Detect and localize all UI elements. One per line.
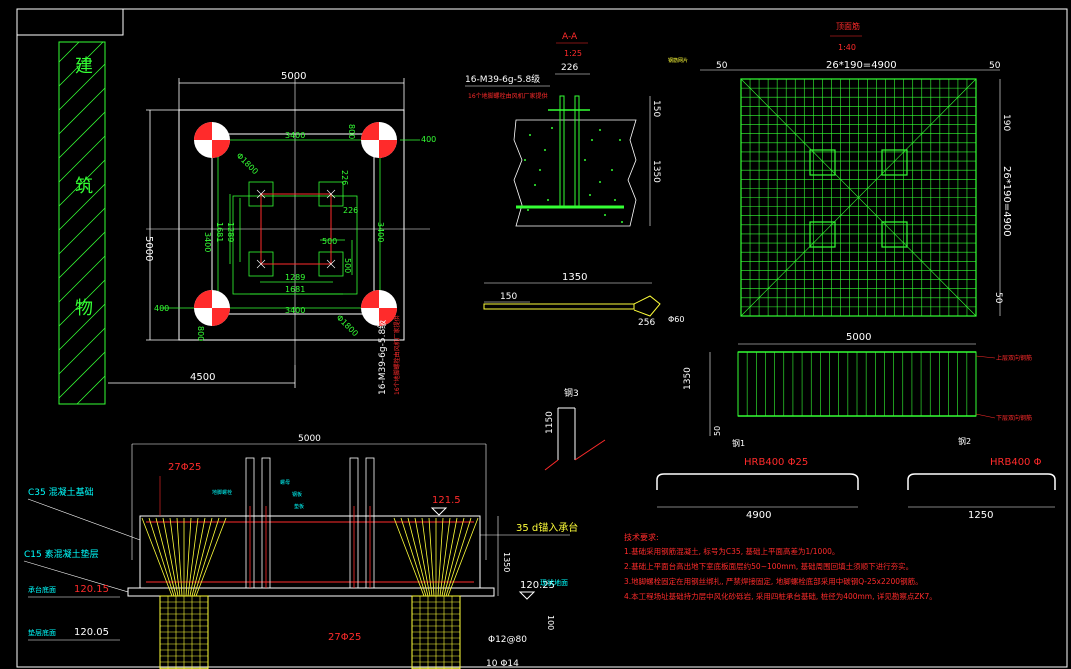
elev-dim-50: 50 [713,426,722,436]
elev-dim-5000: 5000 [846,332,871,343]
plan-dim-inner-left: 3400 [203,232,212,252]
section-elev-right: 120.25 [520,580,555,591]
plan-dia-top: Φ1800 [235,151,260,176]
plan-dim-left: 5000 [143,236,154,261]
notes-title: 技术要求: [624,532,659,542]
building-char-1: 建 [75,56,93,77]
plan-dim-inner-bottom: 3400 [285,306,305,315]
plan-dim-1289v: 1289 [226,222,235,242]
foundation-section: 5000 27Φ25 27Φ25 C35 混凝土基础 C15 素混凝土垫层 承台… [23,434,578,669]
notes-line-2: 2.基础上平面台高出地下室底板面层约50~100mm, 基础周围回填土须顺下进行… [624,561,913,571]
hook-detail: 钢3 1150 [544,387,606,471]
plan-dim-4500: 4500 [190,372,215,383]
bolt-dim-phi60: Φ60 [668,315,684,324]
section-anchor: 35 d锚入承台 [516,521,578,534]
section-elev-label2: 垫层底面 [28,628,56,637]
plan-small-500a: 500 [322,237,337,246]
plan-small-226a: 226 [340,170,349,185]
section-lbl-b: 螺母 [280,479,290,486]
hook-label: 钢3 [564,387,579,399]
section-elev-label1: 承台底面 [28,585,56,594]
mesh-dim-190: 190 [1001,114,1011,131]
section-lbl-c: 钢板 [292,491,302,498]
bolt-vertical-label: 16-M39-6g-5.8级 [376,320,388,395]
section-dim-100: 100 [546,615,555,630]
mesh-top-dim: 26*190=4900 [826,60,897,71]
mesh-note: 钢筋网片 [668,57,688,64]
notes-line-3: 3.地脚螺栓固定在用钢丝绑扎, 严禁焊接固定, 地脚螺栓底部采用中碳钢Q-25x… [624,576,923,586]
bar1-len: 4900 [746,510,771,521]
section-aa-dim-1350: 1350 [651,160,661,183]
elev-bar1: 钢1 [732,438,745,448]
notes-line-4: 4.本工程场址基础持力层中风化砂砾岩, 采用四桩承台基础, 桩径为400mm, … [624,591,937,601]
elev-bar2: 钢2 [958,436,971,446]
section-elev-top: 121.5 [432,495,461,506]
section-aa-dim-226: 226 [561,63,578,73]
bar2-len: 1250 [968,510,993,521]
section-aa-scale: 1:25 [564,49,582,58]
elev-dim-1350: 1350 [683,367,693,390]
plan-dim-bolt-bottom: 800 [196,326,205,341]
plan-small-500b: 500 [343,258,352,273]
sheet-frame [16,8,1068,668]
building-char-3: 物 [75,298,93,319]
plan-dim-top: 5000 [281,71,306,82]
elev-label-bottom: 下层双向钢筋 [996,414,1032,422]
section-dim-5000: 5000 [298,434,321,444]
section-aa-bolt-sub: 16个地脚螺栓由风机厂家提供 [468,92,548,100]
mesh-title: 顶面筋 [836,21,860,31]
building-char-2: 筑 [75,176,93,197]
bar2-spec: HRB400 Φ [990,457,1042,468]
section-rebar-bottom: 27Φ25 [328,632,361,643]
mesh-dim-50a: 50 [716,61,728,71]
bar1-spec: HRB400 Φ25 [744,457,808,468]
bolt-vertical-sub: 16个地脚螺栓由风机厂家提供 [393,315,401,395]
hook-dim-1150: 1150 [545,411,555,434]
building-wall: 建 筑 物 [58,41,106,405]
elev-label-top: 上层双向钢筋 [996,354,1032,362]
section-c35: C35 混凝土基础 [28,486,94,498]
section-elev-2: 120.05 [74,627,109,638]
bar-shapes: HRB400 Φ25 4900 HRB400 Φ 1250 [656,457,1056,521]
mesh-right-dim: 26*190=4900 [1001,166,1012,237]
section-dim-1350: 1350 [502,552,511,572]
rebar-elevation: 5000 1350 50 上层双向钢筋 下层双向钢筋 钢1 钢2 [683,332,1032,448]
bolt-dim-150: 150 [500,292,517,302]
section-pile-bar: 10 Φ14 [486,659,519,669]
plan-dim-1289a: 1289 [285,273,305,282]
section-aa-title: A-A [562,32,578,42]
bolt-dim-1350: 1350 [562,272,587,283]
bolt-detail: 1350 150 256 Φ60 16-M39-6g-5.8级 16个地脚螺栓由… [376,272,684,395]
plan-dim-1681a: 1681 [285,285,305,294]
plan-dim-bolt-top: 800 [347,124,356,139]
plan-dim-bolt-left: 400 [154,304,169,313]
mesh-dim-50c: 50 [993,292,1003,304]
section-aa-dim-150: 150 [651,100,661,117]
plan-small-226b: 226 [343,206,358,215]
rebar-mesh-plan: 顶面筋 1:40 钢筋网片 50 26*190=4900 50 190 26*1… [668,21,1012,317]
foundation-plan: 5000 5000 3400 3400 3400 3400 800 400 40… [108,71,436,388]
plan-dim-inner-right: 3400 [376,222,385,242]
section-ground-label: 现状地面 [540,578,568,587]
plan-dim-1681v: 1681 [215,222,224,242]
mesh-dim-50b: 50 [989,61,1001,71]
section-c15: C15 素混凝土垫层 [24,548,99,560]
mesh-scale: 1:40 [838,43,856,52]
section-aa: A-A 1:25 226 16-M39-6g-5.8级 16个地脚螺栓由风机厂家… [465,32,661,227]
section-aa-bolt-label: 16-M39-6g-5.8级 [465,73,540,85]
section-lbl-a: 地脚螺栓 [212,489,232,496]
plan-dia-bottom: Φ1800 [335,313,360,338]
section-pile-hoop: Φ12@80 [488,635,527,645]
section-elev-1: 120.15 [74,584,109,595]
section-lbl-d: 垫板 [294,503,304,510]
pile-symbols [194,122,397,326]
plan-dim-inner-top: 3400 [285,131,305,140]
plan-dim-bolt-right: 400 [421,135,436,144]
technical-notes: 技术要求: 1.基础采用钢筋混凝土, 标号为C35, 基础上平面高差为1/100… [624,532,937,601]
bolt-dim-256: 256 [638,318,655,328]
section-rebar-top: 27Φ25 [168,462,201,473]
notes-line-1: 1.基础采用钢筋混凝土, 标号为C35, 基础上平面高差为1/1000。 [624,546,839,556]
